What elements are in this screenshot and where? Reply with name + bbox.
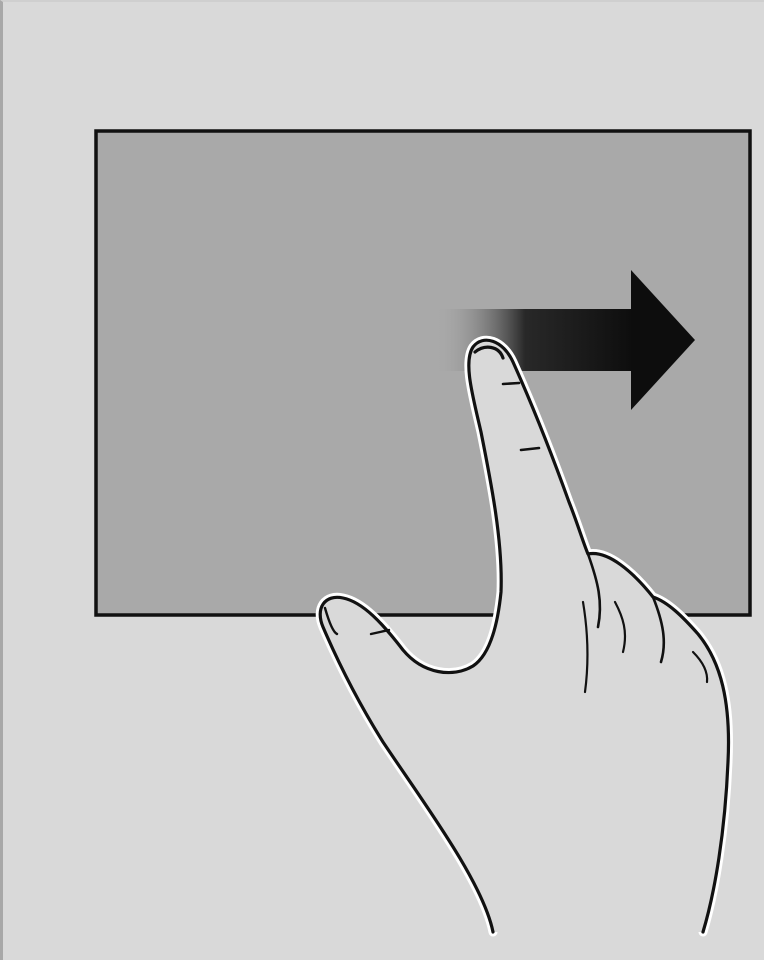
swipe-right-gesture-diagram [3, 2, 764, 960]
